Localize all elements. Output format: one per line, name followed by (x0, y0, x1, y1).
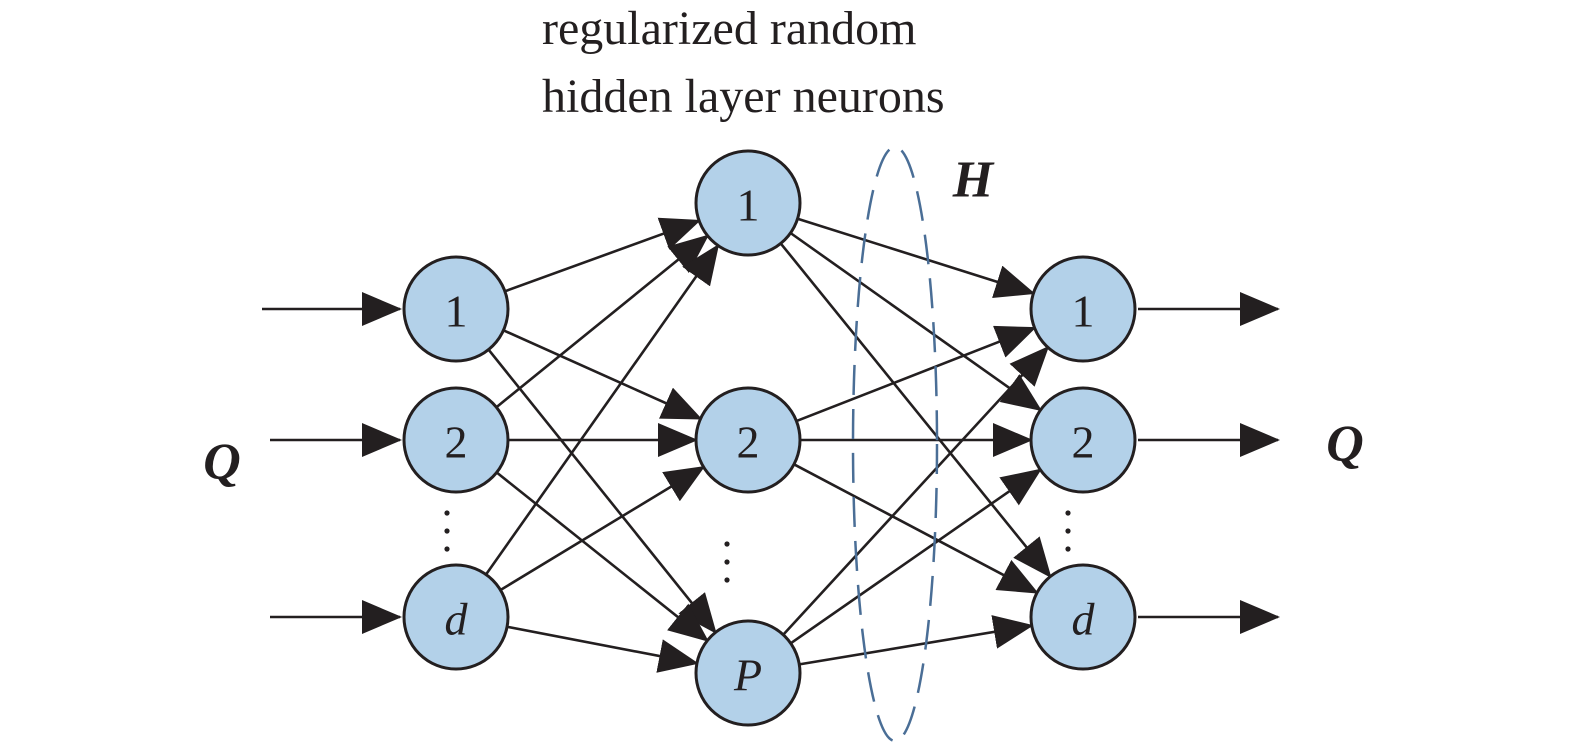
title-line-1: regularized random (542, 2, 916, 55)
input-node-d: d (402, 563, 510, 671)
hidden-output-label: H (952, 152, 995, 209)
edge-in1-hid0 (495, 234, 710, 409)
edge-hid0-out0 (797, 217, 1036, 299)
edge-hid1-out0 (795, 325, 1037, 423)
hidden-ellipsis (724, 541, 730, 583)
output-node-d-label: d (1072, 594, 1096, 645)
edge-hid1-out2 (793, 463, 1039, 594)
title-line-2: hidden layer neurons (542, 70, 945, 123)
edge-hid0-out1 (789, 231, 1043, 412)
edge-in2-hid0 (484, 243, 720, 576)
edge-in0-hid0 (504, 217, 701, 293)
input-node-2: 2 (402, 386, 510, 494)
output-variable-label: Q (1326, 416, 1364, 473)
edge-in2-hid2 (506, 625, 699, 673)
hidden-node-1-label: 1 (737, 180, 760, 231)
output-node-2-label: 2 (1072, 417, 1095, 468)
edge-in1-hid2 (495, 471, 709, 642)
edge-in0-hid1 (502, 329, 703, 420)
output-node-d: d (1029, 563, 1137, 671)
hidden-node-2-label: 2 (737, 417, 760, 468)
network-nodes: 1 2 d 1 2 P 1 2 (402, 149, 1137, 727)
connection-edges (484, 217, 1052, 673)
hidden-node-2: 2 (694, 386, 802, 494)
edge-hid2-out2 (799, 615, 1034, 666)
input-ellipsis (444, 510, 450, 552)
input-node-2-label: 2 (445, 417, 468, 468)
input-node-1: 1 (402, 255, 510, 363)
output-node-1: 1 (1029, 255, 1137, 363)
output-node-2: 2 (1029, 386, 1137, 494)
edge-in2-hid1 (499, 465, 706, 592)
hidden-node-1: 1 (694, 149, 802, 257)
hidden-node-p: P (694, 619, 802, 727)
input-node-1-label: 1 (445, 286, 468, 337)
hidden-node-p-label: P (733, 650, 762, 701)
output-node-1-label: 1 (1072, 286, 1095, 337)
edge-in0-hid2 (487, 348, 717, 634)
edge-hid2-out1 (789, 468, 1042, 645)
edge-hid0-out2 (779, 242, 1052, 579)
hidden-output-ellipse (851, 145, 939, 743)
edge-hid2-out0 (782, 345, 1050, 636)
output-ellipsis (1065, 510, 1071, 552)
input-node-d-label: d (445, 594, 469, 645)
input-variable-label: Q (203, 434, 241, 491)
